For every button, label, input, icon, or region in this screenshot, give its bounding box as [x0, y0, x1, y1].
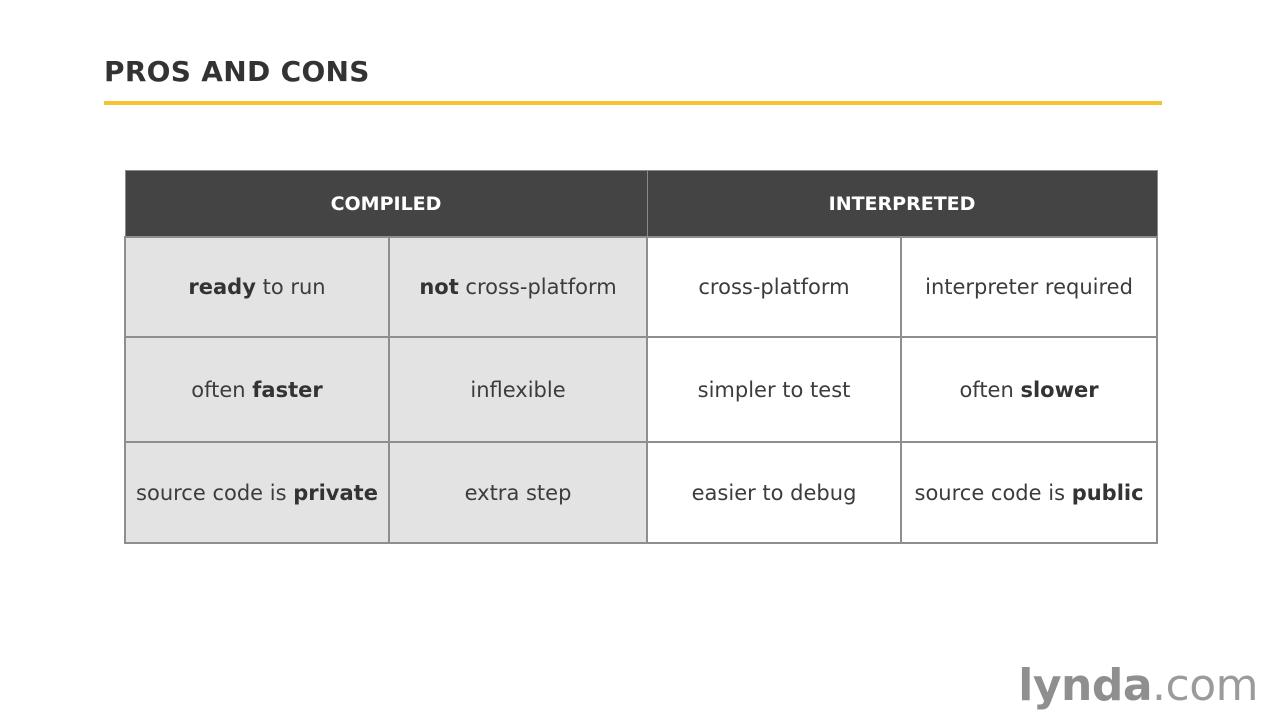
header-row: COMPILED INTERPRETED [124, 170, 1158, 238]
cell-text: source code is [914, 480, 1072, 505]
cell-compiled-pro: source code is private [124, 441, 390, 544]
cell-bold: ready [188, 275, 256, 299]
cell-text: inflexible [470, 377, 566, 402]
cell-bold: slower [1020, 377, 1099, 402]
cell-bold: private [293, 480, 378, 505]
logo-brand: lynda [1018, 660, 1153, 711]
cell-text: interpreter required [925, 275, 1133, 299]
cell-text: source code is [136, 480, 294, 505]
lynda-logo: lynda.com [1018, 662, 1258, 710]
slide-title: PROS AND CONS [104, 55, 370, 88]
logo-suffix: .com [1152, 660, 1258, 711]
table-row: source code is private extra step easier… [124, 441, 1159, 544]
cell-interpreted-pro: cross-platform [646, 236, 903, 338]
cell-text: simpler to test [697, 377, 851, 402]
cell-interpreted-pro: simpler to test [646, 336, 903, 443]
cell-bold: public [1071, 480, 1144, 505]
cell-text-after: cross-platform [458, 275, 617, 299]
cell-text: often [191, 377, 253, 402]
cell-interpreted-con: interpreter required [900, 236, 1159, 338]
header-interpreted: INTERPRETED [646, 170, 1158, 238]
cell-compiled-con: not cross-platform [387, 236, 649, 338]
cell-text: easier to debug [691, 480, 857, 505]
cell-interpreted-pro: easier to debug [646, 441, 903, 544]
cell-text: cross-platform [698, 275, 850, 299]
cell-text: extra step [464, 480, 572, 505]
cell-interpreted-con: source code is public [900, 441, 1159, 544]
cell-interpreted-con: often slower [900, 336, 1159, 443]
cell-text-after: to run [255, 275, 326, 299]
cell-bold: faster [252, 377, 323, 402]
cell-compiled-pro: often faster [124, 336, 390, 443]
cell-text: often [959, 377, 1021, 402]
cell-bold: not [419, 275, 459, 299]
cell-compiled-pro: ready to run [124, 236, 390, 338]
cell-compiled-con: inflexible [387, 336, 649, 443]
header-compiled: COMPILED [124, 170, 648, 238]
comparison-table: COMPILED INTERPRETED ready to run not cr… [124, 170, 1159, 544]
table-row: ready to run not cross-platform cross-pl… [124, 236, 1159, 338]
cell-compiled-con: extra step [387, 441, 649, 544]
title-underline [104, 101, 1162, 105]
table-row: often faster inflexible simpler to test … [124, 336, 1159, 443]
